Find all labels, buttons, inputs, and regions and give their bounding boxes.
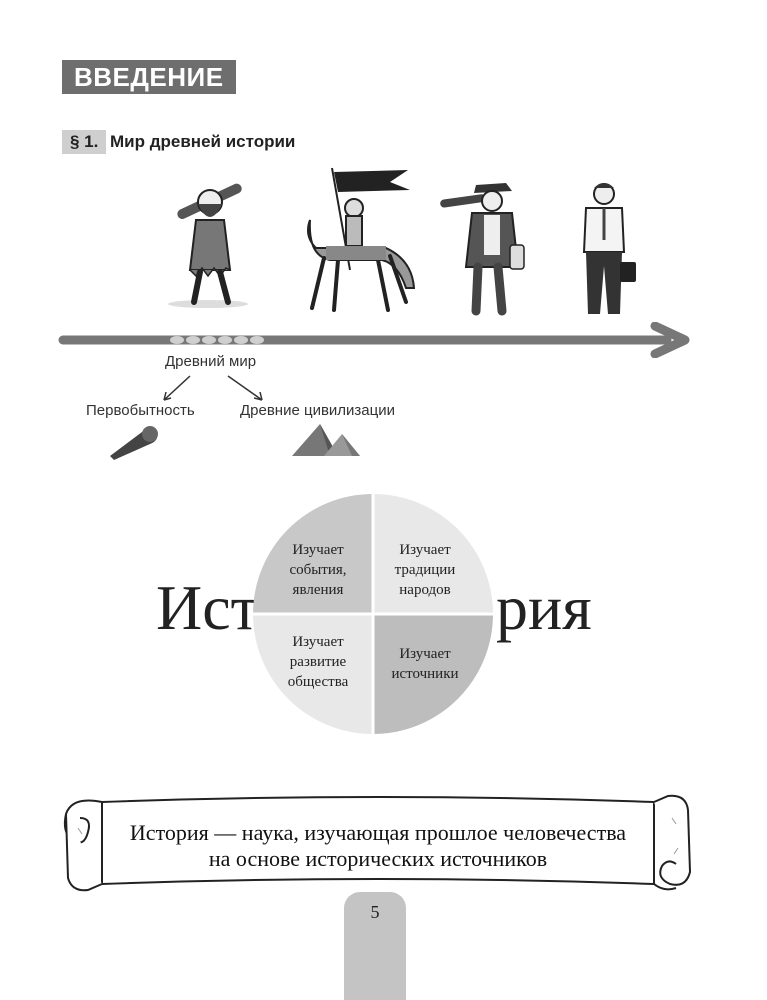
chapter-title: ВВЕДЕНИЕ [62,60,236,94]
caveman-figure [168,183,248,308]
history-circle [253,494,493,734]
definition-text: История — наука, изучающая прошлое челов… [118,820,638,872]
quadrant-sources-text: Изучает источники [391,646,459,682]
ancient-civilizations-label: Древние цивилизации [240,402,396,419]
ancient-world-segment [170,336,264,344]
page-number-tab [344,892,406,1000]
quadrant-traditions-shape [373,494,493,614]
explorer-figure [440,183,525,316]
section-number: § 1. [62,130,107,154]
branch-arrows [163,375,263,401]
history-word-left: Ист [156,572,259,643]
quadrant-traditions-text: Изучает традиции народов [394,542,456,598]
timeline-arrow [58,322,690,358]
knight-figure [307,167,416,312]
ancient-world-label: Древний мир [165,353,257,370]
pyramids-icon [292,424,360,456]
definition-line-2: на основе исторических источников [208,846,548,871]
businessman-figure [582,183,636,314]
scroll-banner [63,794,692,892]
section-title: Мир древней истории [110,132,296,151]
page-number: 5 [370,902,380,922]
quadrant-events-shape [253,494,373,614]
primitive-era-label: Первобытность [86,402,195,419]
club-icon [110,426,158,460]
history-word-right: рия [496,572,592,643]
definition-line-1: История — наука, изучающая прошлое челов… [129,820,627,845]
quadrant-society-text: Изучает развитие общества [287,634,349,690]
quadrant-society-shape [253,614,373,734]
quadrant-sources-shape [373,614,493,734]
quadrant-events-text: Изучает события, явления [289,542,347,598]
